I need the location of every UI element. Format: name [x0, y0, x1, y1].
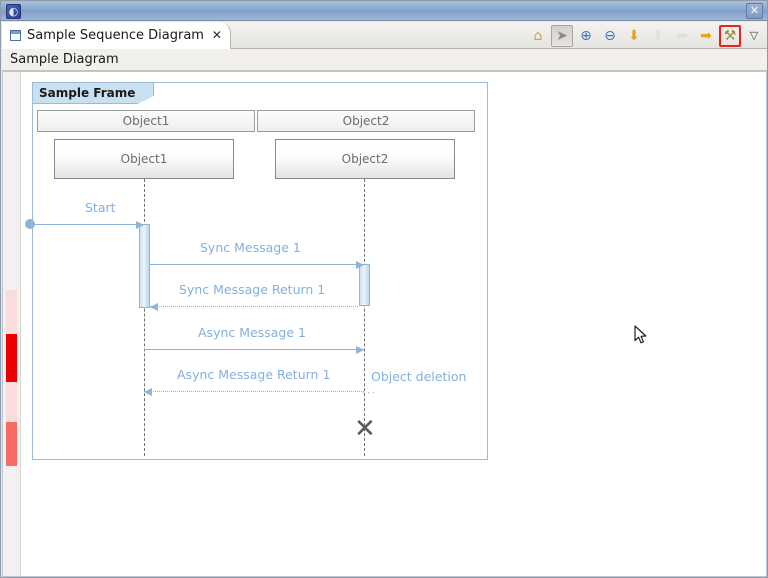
start-message-arrowhead [136, 220, 144, 229]
sync-message-return-1-line[interactable] [150, 306, 358, 307]
pin-tool-icon-glyph: ⚒ [723, 27, 737, 44]
sync-message-1-line[interactable] [150, 264, 364, 265]
page-title: Sample Diagram [2, 49, 767, 71]
select-arrow-icon-glyph: ➤ [556, 27, 568, 44]
arrow-left-icon: ⬅ [671, 25, 693, 47]
async-message-1-line[interactable] [144, 349, 364, 350]
home-icon-glyph: ⌂ [533, 27, 543, 44]
object-header-1[interactable]: Object1 [37, 110, 255, 132]
async-message-return-1-line[interactable] [144, 391, 364, 392]
zoom-out-icon-glyph: ⊖ [604, 27, 616, 44]
editor-tab-bar: Sample Sequence Diagram ✕ ⌂ ➤ ⊕ ⊖ ⬇ ⬆ ⬅ ➡ ⚒ ▽ [2, 22, 767, 49]
zoom-in-icon-glyph: ⊕ [580, 27, 592, 44]
activation-object2[interactable] [359, 264, 370, 306]
object-box-1[interactable]: Object1 [54, 139, 234, 179]
frame-label: Sample Frame [33, 83, 155, 104]
sync-message-1-arrowhead [356, 260, 364, 269]
arrow-down-icon[interactable]: ⬇ [623, 25, 645, 47]
arrow-up-icon-glyph: ⬆ [652, 27, 664, 44]
zoom-in-icon[interactable]: ⊕ [575, 25, 597, 47]
tab-sample-sequence-diagram[interactable]: Sample Sequence Diagram ✕ [2, 22, 231, 49]
object-header-2[interactable]: Object2 [257, 110, 475, 132]
async-message-1-arrowhead [356, 345, 364, 354]
object-deletion-cross-icon: ✕ [354, 414, 376, 444]
object-deletion-dots: ··· [362, 386, 377, 400]
home-icon[interactable]: ⌂ [527, 25, 549, 47]
start-found-dot [25, 219, 35, 229]
pin-tool-icon[interactable]: ⚒ [719, 24, 741, 47]
sync-message-return-1-label[interactable]: Sync Message Return 1 [179, 282, 326, 297]
marker-ruler[interactable] [3, 72, 21, 576]
arrow-right-icon[interactable]: ➡ [695, 25, 717, 47]
object-box-2[interactable]: Object2 [275, 139, 455, 179]
mouse-cursor-icon [634, 325, 647, 344]
eclipse-icon: ◐ [6, 4, 21, 19]
window-titlebar: ◐ ✕ [1, 1, 767, 21]
tab-label: Sample Sequence Diagram [27, 28, 204, 43]
async-message-return-1-arrowhead [144, 387, 152, 396]
select-arrow-icon[interactable]: ➤ [551, 24, 573, 47]
lifeline-object2 [364, 179, 365, 456]
arrow-up-icon: ⬆ [647, 25, 669, 47]
object-deletion-label[interactable]: Object deletion [371, 369, 467, 384]
marker-error-2[interactable] [6, 422, 17, 466]
arrow-left-icon-glyph: ⬅ [676, 27, 688, 44]
arrow-down-icon-glyph: ⬇ [628, 27, 640, 44]
async-message-1-label[interactable]: Async Message 1 [198, 325, 306, 340]
window-close-button[interactable]: ✕ [746, 3, 763, 19]
start-message-label[interactable]: Start [85, 200, 116, 215]
lifeline-object1 [144, 179, 145, 456]
chevron-down-icon-glyph: ▽ [749, 28, 759, 42]
async-message-return-1-label[interactable]: Async Message Return 1 [177, 367, 331, 382]
diagram-toolbar: ⌂ ➤ ⊕ ⊖ ⬇ ⬆ ⬅ ➡ ⚒ ▽ [527, 23, 765, 48]
close-icon[interactable]: ✕ [211, 28, 222, 42]
activation-object1[interactable] [139, 224, 150, 308]
start-message-line[interactable] [30, 224, 144, 225]
chevron-down-icon[interactable]: ▽ [743, 25, 765, 47]
zoom-out-icon[interactable]: ⊖ [599, 25, 621, 47]
arrow-right-icon-glyph: ➡ [700, 27, 712, 44]
document-icon [10, 30, 21, 41]
sync-message-1-label[interactable]: Sync Message 1 [200, 240, 301, 255]
marker-error-1[interactable] [6, 334, 17, 382]
sync-message-return-1-arrowhead [150, 302, 158, 311]
